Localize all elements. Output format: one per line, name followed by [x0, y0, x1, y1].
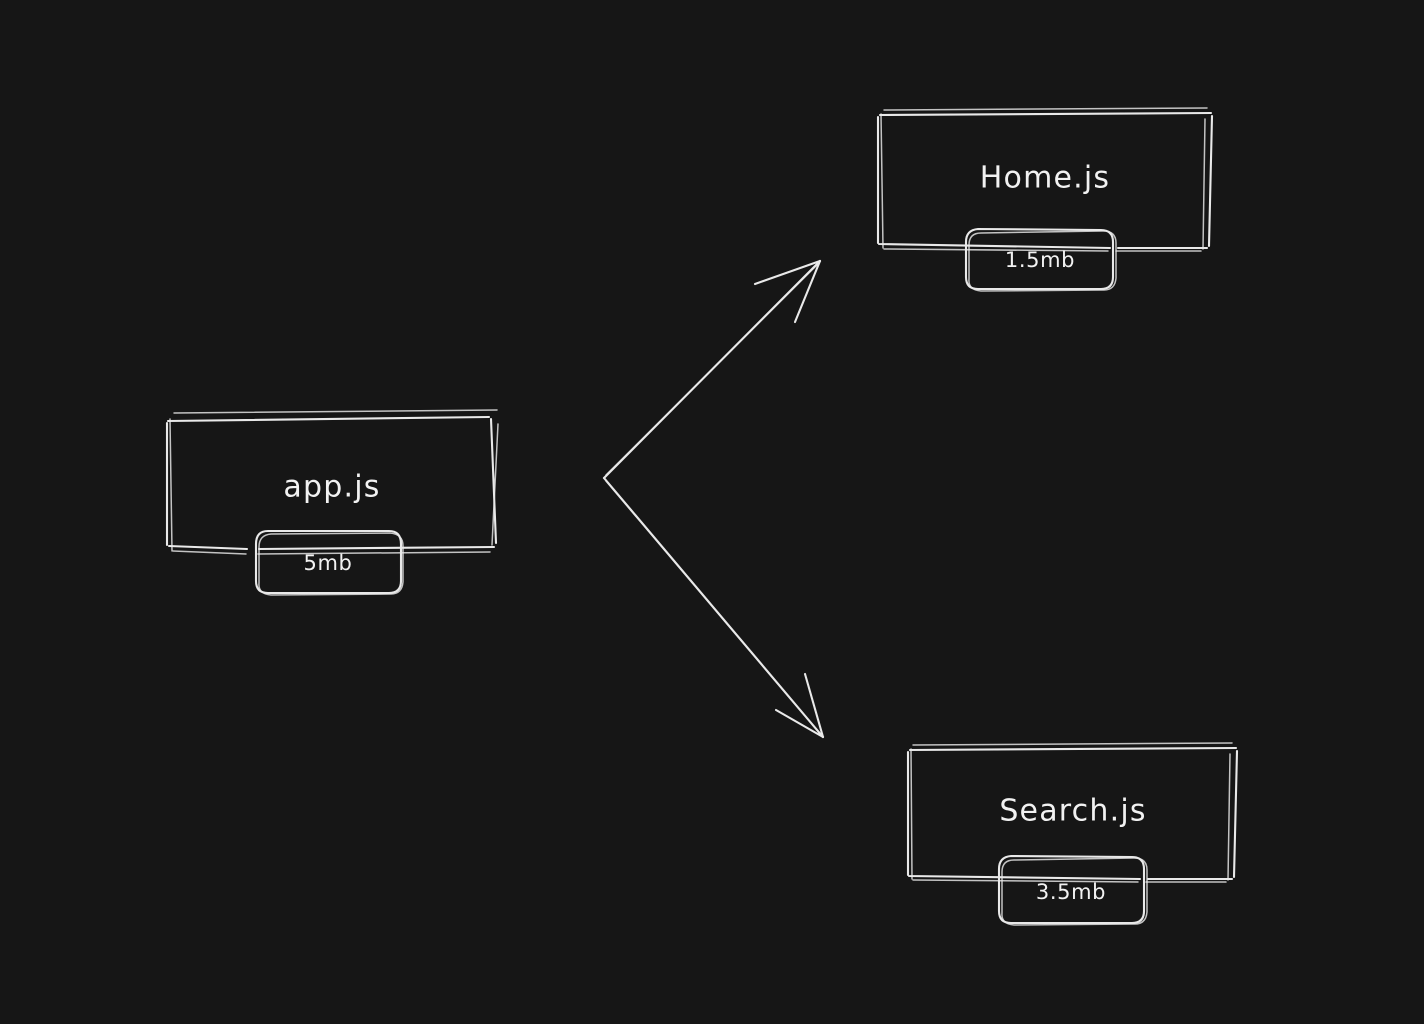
node-search-js-badge-label: 3.5mb [1035, 880, 1107, 904]
edge-app-to-home-arrowhead-barb-lower [793, 259, 822, 324]
node-app-js-badge-outline-ghost [258, 532, 404, 596]
node-home-js-badge-label: 1.5mb [1004, 248, 1076, 272]
edge-app-to-search[interactable] [602, 476, 825, 739]
node-search-js-outline-ghost [910, 742, 1233, 883]
edge-app-to-search-arrowhead-barb-upper [774, 708, 825, 739]
edge-app-to-search-line-ghost [605, 480, 822, 736]
edge-app-to-home[interactable] [602, 259, 822, 480]
edge-app-to-home-line-ghost [605, 262, 820, 476]
node-app-js-label: app.js [283, 469, 381, 505]
node-home-js-badge-outline [964, 227, 1115, 291]
node-search-js-badge-outline-ghost [1001, 857, 1148, 926]
node-home-js-outline-ghost [880, 107, 1208, 252]
node-app-js[interactable] [165, 409, 499, 596]
edge-app-to-home-arrowhead-barb-upper [753, 259, 822, 286]
node-app-js-outline [165, 415, 498, 551]
node-home-js[interactable] [876, 107, 1214, 292]
node-home-js-badge-outline-ghost [968, 230, 1117, 292]
node-search-js-badge-outline [997, 854, 1146, 925]
node-app-js-badge-label: 5mb [303, 551, 353, 575]
node-home-js-outline [876, 111, 1214, 250]
node-home-js-label: Home.js [979, 160, 1111, 196]
node-search-js[interactable] [906, 742, 1239, 926]
node-search-js-label: Search.js [999, 793, 1147, 829]
node-app-js-outline-ghost [169, 409, 499, 555]
edge-app-to-search-arrowhead-barb-lower [803, 672, 825, 739]
node-search-js-outline [906, 746, 1239, 881]
